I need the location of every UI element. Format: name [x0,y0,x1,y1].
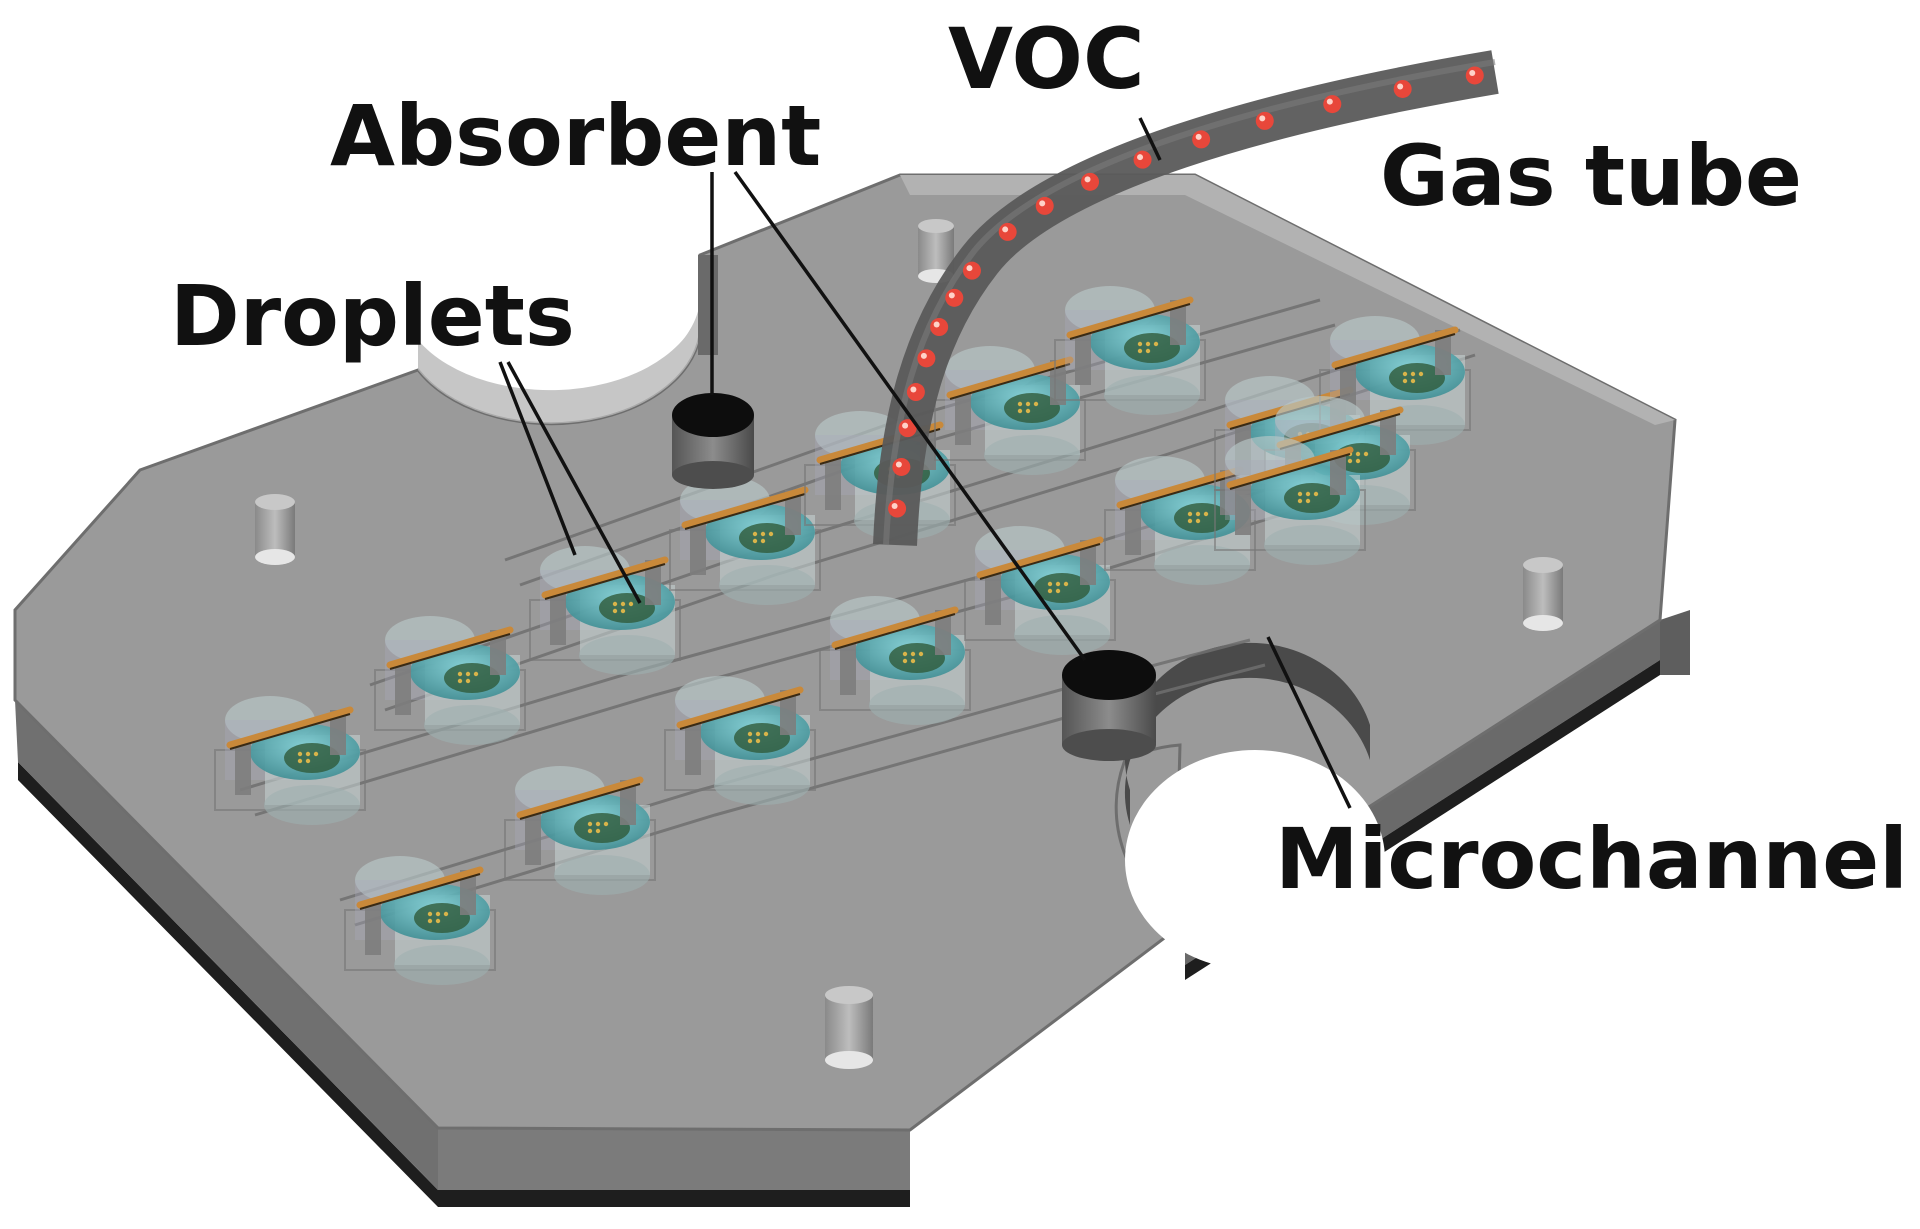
droplet-well [1214,436,1366,565]
voc-particle [888,499,907,518]
droplet-well [1104,456,1256,585]
label-absorbent: Absorbent [330,87,821,185]
microchannel-path [339,638,1251,902]
droplet-wells [214,286,1471,985]
droplet-well [344,856,496,985]
voc-particle [1393,79,1412,98]
droplet-well [669,476,821,605]
voc-particle [998,222,1017,241]
voc-particle [1465,66,1484,85]
droplet-well [664,676,816,805]
droplet-well [934,346,1086,475]
voc-particle [1192,130,1211,149]
voc-particle [1255,111,1274,130]
absorbent-puck [672,393,754,489]
leader-droplets-2 [506,361,642,604]
voc-particle [1323,95,1342,114]
droplet-well [504,766,656,895]
leader-absorbent-right [733,170,1087,662]
plate-side-front-left [15,700,438,1190]
droplet-well [964,526,1116,655]
droplet-well [214,696,366,825]
voc-particle [1081,172,1100,191]
voc-particle [917,349,936,368]
leader-voc [1138,117,1162,161]
voc-particles [888,66,1484,518]
alignment-posts [255,219,1563,1069]
alignment-post [1523,557,1563,631]
cutout-top-wall [418,300,700,424]
voc-particle [892,457,911,476]
voc-particle [1133,150,1152,169]
droplet-well [529,546,681,675]
cutout-top-hole [425,238,695,382]
cutout-top-back-wall [698,255,718,355]
absorbent-puck [1062,650,1156,761]
voc-particle [1035,196,1054,215]
plate-back-rim [900,175,1675,425]
alignment-post [825,986,873,1069]
leader-lines [498,117,1352,809]
leader-droplets-1 [498,361,577,556]
label-voc: VOC [948,10,1145,108]
voc-particle [962,261,981,280]
plate-side-right [1660,610,1690,675]
droplet-well [1319,316,1471,445]
voc-particle [930,318,949,337]
droplet-well [374,616,526,745]
gas-tube-highlight [883,59,1496,546]
alignment-post [255,494,295,565]
voc-particle [945,288,964,307]
droplet-well [819,596,971,725]
label-gas-tube: Gas tube [1380,127,1802,225]
voc-particle [906,383,925,402]
cutout-bottom-right-hole [1125,750,1385,970]
leader-microchannel [1266,636,1352,809]
voc-particle [898,419,917,438]
label-microchannel: Microchannel [1275,810,1908,908]
droplet-well [1054,286,1206,415]
label-droplets: Droplets [170,267,575,365]
cutout-bottom-right-wall [1124,642,1370,825]
microchannel-path [354,663,1266,927]
plate-side-front [438,1128,910,1190]
